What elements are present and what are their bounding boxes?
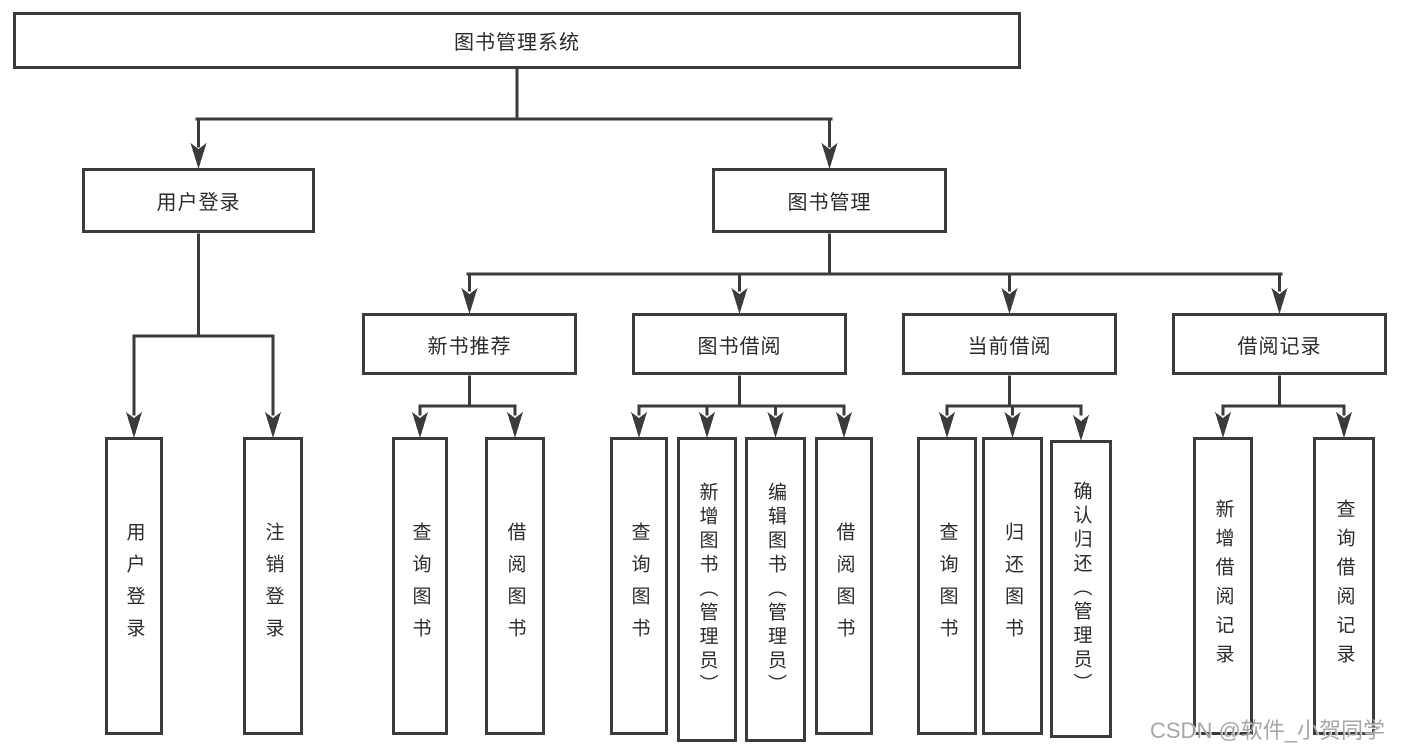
node-label: 查询借阅记录 [1333, 499, 1355, 673]
node-label: 当前借阅 [967, 335, 1052, 358]
node-label: 用户登录 [123, 522, 145, 650]
node-leaf-logout: 注销登录 [243, 437, 303, 735]
node-label: 查询图书 [628, 522, 650, 650]
node-label: 图书管理系统 [454, 32, 580, 54]
node-label: 借阅图书 [833, 522, 855, 650]
node-label: 新书推荐 [427, 335, 512, 358]
node-leaf-user-login: 用户登录 [105, 437, 163, 735]
node-leaf-return-book: 归还图书 [982, 437, 1043, 735]
node-label: 新增图书（管理员） [696, 481, 718, 698]
node-label: 查询图书 [936, 522, 958, 650]
node-leaf-add-book-admin: 新增图书（管理员） [677, 437, 737, 742]
node-label: 新增借阅记录 [1212, 499, 1234, 673]
node-leaf-query-borrow-record: 查询借阅记录 [1313, 437, 1375, 735]
node-leaf-query-books-current: 查询图书 [917, 437, 977, 735]
node-leaf-add-borrow-record: 新增借阅记录 [1193, 437, 1253, 735]
node-label: 图书管理 [787, 192, 872, 214]
node-leaf-confirm-return-admin: 确认归还（管理员） [1050, 440, 1112, 738]
node-leaf-borrow-books: 借阅图书 [815, 437, 873, 735]
node-label: 注销登录 [262, 522, 284, 650]
node-label: 借阅记录 [1237, 335, 1322, 358]
node-label: 归还图书 [1002, 522, 1023, 650]
node-user-login: 用户登录 [82, 168, 315, 233]
node-book-borrowing: 图书借阅 [632, 313, 847, 375]
node-book-management: 图书管理 [712, 168, 947, 233]
node-leaf-query-books-borrow: 查询图书 [610, 437, 668, 735]
node-label: 图书借阅 [697, 335, 782, 358]
node-new-book-recommend: 新书推荐 [362, 313, 577, 375]
node-current-borrowing: 当前借阅 [902, 313, 1117, 375]
watermark: CSDN @软件_小贺同学 [1150, 718, 1386, 743]
node-label: 用户登录 [156, 192, 241, 214]
node-borrowing-records: 借阅记录 [1172, 313, 1387, 375]
node-library-system: 图书管理系统 [13, 12, 1021, 69]
node-leaf-query-books-recommend: 查询图书 [392, 437, 448, 735]
node-label: 查询图书 [409, 522, 431, 650]
node-leaf-edit-book-admin: 编辑图书（管理员） [745, 437, 806, 742]
node-label: 编辑图书（管理员） [765, 481, 786, 698]
node-label: 借阅图书 [504, 522, 526, 650]
node-label: 确认归还（管理员） [1070, 481, 1092, 697]
node-leaf-borrow-books-recommend: 借阅图书 [485, 437, 545, 735]
